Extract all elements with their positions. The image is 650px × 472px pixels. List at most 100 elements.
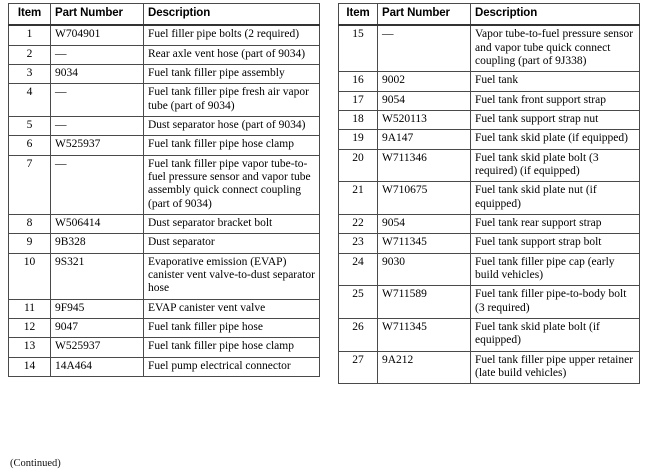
cell-description: Fuel tank skid plate (if equipped) bbox=[470, 129, 640, 150]
cell-item: 3 bbox=[8, 63, 51, 85]
cell-item: 4 bbox=[8, 83, 51, 117]
cell-part-number: W525937 bbox=[50, 337, 144, 358]
cell-item: 10 bbox=[8, 252, 51, 300]
table-header-left: Item Part Number Description bbox=[8, 3, 320, 27]
cell-part-number: W710675 bbox=[377, 181, 471, 215]
cell-description: Vapor tube-to-fuel pressure sensor and v… bbox=[470, 24, 640, 73]
cell-item: 7 bbox=[8, 154, 51, 215]
cell-part-number: W711345 bbox=[377, 317, 471, 352]
table-body-right: 15—Vapor tube-to-fuel pressure sensor an… bbox=[338, 24, 640, 385]
cell-description: Fuel tank filler pipe hose bbox=[143, 317, 320, 339]
cell-item: 18 bbox=[338, 109, 378, 131]
cell-part-number: W711589 bbox=[377, 285, 471, 319]
cell-item: 13 bbox=[8, 337, 51, 358]
cell-part-number: W711346 bbox=[377, 148, 471, 183]
cell-description: Fuel tank filler pipe upper retainer (la… bbox=[470, 350, 640, 385]
cell-description: EVAP canister vent valve bbox=[143, 298, 320, 319]
cell-description: Fuel tank skid plate bolt (3 required) (… bbox=[470, 148, 640, 183]
cell-part-number: — bbox=[377, 24, 471, 73]
cell-part-number: — bbox=[50, 83, 144, 117]
cell-part-number: — bbox=[50, 44, 144, 65]
cell-part-number: W704901 bbox=[50, 24, 144, 46]
table-row: 2—Rear axle vent hose (part of 9034) bbox=[8, 44, 320, 65]
column-header-description: Description bbox=[143, 3, 320, 27]
cell-item: 8 bbox=[8, 213, 51, 235]
cell-item: 24 bbox=[338, 252, 378, 287]
cell-item: 15 bbox=[338, 24, 378, 73]
continued-note: (Continued) bbox=[10, 458, 61, 469]
cell-item: 11 bbox=[8, 298, 51, 319]
cell-item: 16 bbox=[338, 71, 378, 92]
cell-item: 27 bbox=[338, 350, 378, 385]
table-row: 5—Dust separator hose (part of 9034) bbox=[8, 115, 320, 137]
cell-part-number: 9054 bbox=[377, 90, 471, 111]
cell-description: Fuel tank filler pipe hose clamp bbox=[143, 135, 320, 156]
cell-part-number: 9054 bbox=[377, 213, 471, 235]
cell-part-number: W711345 bbox=[377, 233, 471, 254]
cell-item: 20 bbox=[338, 148, 378, 183]
cell-item: 19 bbox=[338, 129, 378, 150]
cell-description: Fuel tank filler pipe hose clamp bbox=[143, 337, 320, 358]
cell-part-number: 9002 bbox=[377, 71, 471, 92]
cell-part-number: 9030 bbox=[377, 252, 471, 287]
cell-description: Fuel tank filler pipe cap (early build v… bbox=[470, 252, 640, 287]
cell-description: Rear axle vent hose (part of 9034) bbox=[143, 44, 320, 65]
cell-item: 6 bbox=[8, 135, 51, 156]
cell-item: 14 bbox=[8, 356, 51, 377]
cell-part-number: W506414 bbox=[50, 213, 144, 235]
cell-part-number: 14A464 bbox=[50, 356, 144, 377]
cell-description: Fuel tank filler pipe fresh air vapor tu… bbox=[143, 83, 320, 117]
cell-item: 21 bbox=[338, 181, 378, 215]
column-header-item: Item bbox=[338, 3, 378, 27]
cell-item: 23 bbox=[338, 233, 378, 254]
table-row: 15—Vapor tube-to-fuel pressure sensor an… bbox=[338, 24, 640, 73]
header-row: Item Part Number Description bbox=[338, 3, 640, 27]
column-header-item: Item bbox=[8, 3, 51, 27]
cell-item: 17 bbox=[338, 90, 378, 111]
cell-part-number: W525937 bbox=[50, 135, 144, 156]
table-row: 7—Fuel tank filler pipe vapor tube-to-fu… bbox=[8, 154, 320, 215]
header-row: Item Part Number Description bbox=[8, 3, 320, 27]
cell-item: 25 bbox=[338, 285, 378, 319]
cell-description: Fuel tank skid plate bolt (if equipped) bbox=[470, 317, 640, 352]
cell-part-number: — bbox=[50, 115, 144, 137]
cell-part-number: — bbox=[50, 154, 144, 215]
column-header-part-number: Part Number bbox=[50, 3, 144, 27]
cell-description: Fuel tank rear support strap bbox=[470, 213, 640, 235]
cell-item: 5 bbox=[8, 115, 51, 137]
cell-description: Fuel tank filler pipe-to-body bolt (3 re… bbox=[470, 285, 640, 319]
cell-part-number: 9A212 bbox=[377, 350, 471, 385]
cell-part-number: 9047 bbox=[50, 317, 144, 339]
cell-item: 22 bbox=[338, 213, 378, 235]
cell-item: 12 bbox=[8, 317, 51, 339]
cell-description: Fuel tank bbox=[470, 71, 640, 92]
cell-description: Fuel filler pipe bolts (2 required) bbox=[143, 24, 320, 46]
cell-description: Fuel tank filler pipe assembly bbox=[143, 63, 320, 85]
cell-description: Fuel tank front support strap bbox=[470, 90, 640, 111]
cell-item: 9 bbox=[8, 233, 51, 254]
cell-description: Dust separator bracket bolt bbox=[143, 213, 320, 235]
cell-part-number: W520113 bbox=[377, 109, 471, 131]
cell-item: 2 bbox=[8, 44, 51, 65]
table-row: 4—Fuel tank filler pipe fresh air vapor … bbox=[8, 83, 320, 117]
